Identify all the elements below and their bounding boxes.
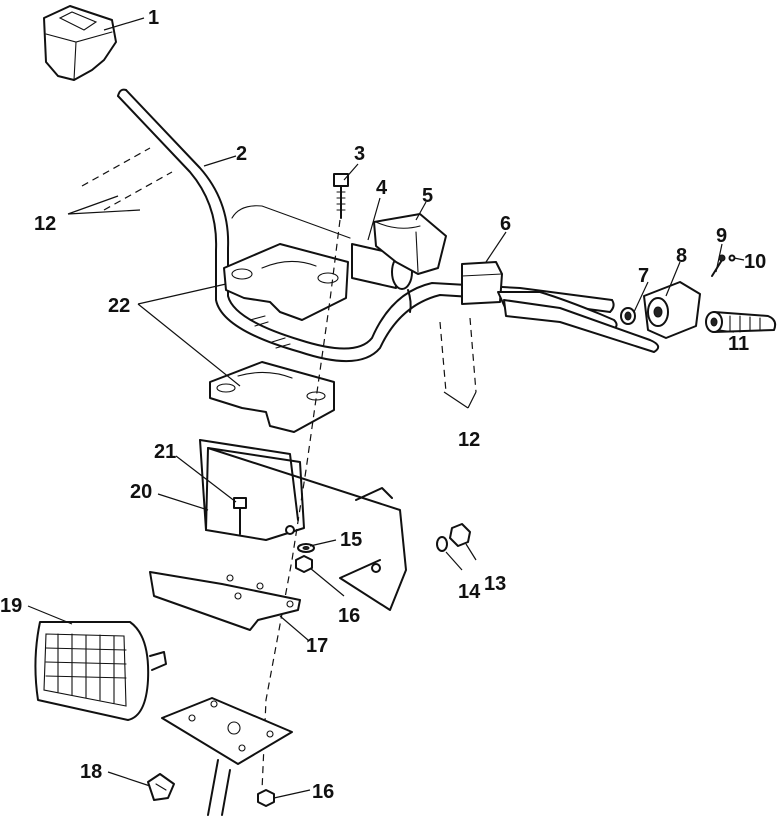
part-5-switch-cover [373, 213, 447, 275]
callout-16-upper: 16 [338, 605, 360, 627]
callout-9: 9 [716, 225, 727, 247]
part-18-connector [147, 773, 175, 801]
callout-20: 20 [130, 481, 152, 503]
callout-17: 17 [306, 635, 328, 657]
callout-16-lower: 16 [312, 781, 334, 803]
callout-21: 21 [154, 441, 176, 463]
part-12-cable-ties-left [81, 147, 173, 211]
callout-6: 6 [500, 213, 511, 235]
part-10-screw [728, 254, 736, 262]
callout-4: 4 [376, 177, 388, 199]
part-19-headlight [34, 621, 167, 721]
callout-12-left: 12 [34, 213, 56, 235]
callout-1: 1 [148, 7, 159, 29]
part-1-handlebar-pod [43, 5, 117, 81]
callout-7: 7 [638, 265, 649, 287]
bottom-mount-plate [161, 697, 293, 816]
callout-15: 15 [340, 529, 362, 551]
callout-5: 5 [422, 185, 433, 207]
part-20-light-bracket [199, 439, 407, 611]
part-22-upper-clamp [223, 243, 349, 321]
part-3-bolt [333, 173, 349, 219]
part-22-lower-clamp [209, 361, 335, 433]
callout-22: 22 [108, 295, 130, 317]
callout-18: 18 [80, 761, 102, 783]
part-7-spacer [620, 307, 636, 325]
callout-10: 10 [744, 251, 766, 273]
callout-12-right: 12 [458, 429, 480, 451]
callout-19: 19 [0, 595, 22, 617]
part-11-grip [705, 311, 777, 333]
callout-13: 13 [484, 573, 506, 595]
callout-14: 14 [458, 581, 481, 603]
part-15-washer [297, 543, 315, 553]
part-8-throttle-housing [643, 281, 701, 339]
callout-3: 3 [354, 143, 365, 165]
part-13-nut [449, 523, 471, 547]
callout-8: 8 [676, 245, 687, 267]
part-12-cable-ties-right [439, 317, 477, 393]
callout-11: 11 [728, 333, 749, 355]
callout-2: 2 [236, 143, 247, 165]
leader-lines [27, 17, 745, 799]
part-2-handlebar [117, 88, 615, 362]
part-16-nut-upper [295, 555, 313, 573]
part-14-washer [436, 536, 448, 552]
part-17-mounting-plate [149, 571, 301, 631]
brake-lever [503, 299, 660, 353]
part-21-bolt [233, 497, 247, 535]
part-16-nut-lower [257, 789, 275, 807]
